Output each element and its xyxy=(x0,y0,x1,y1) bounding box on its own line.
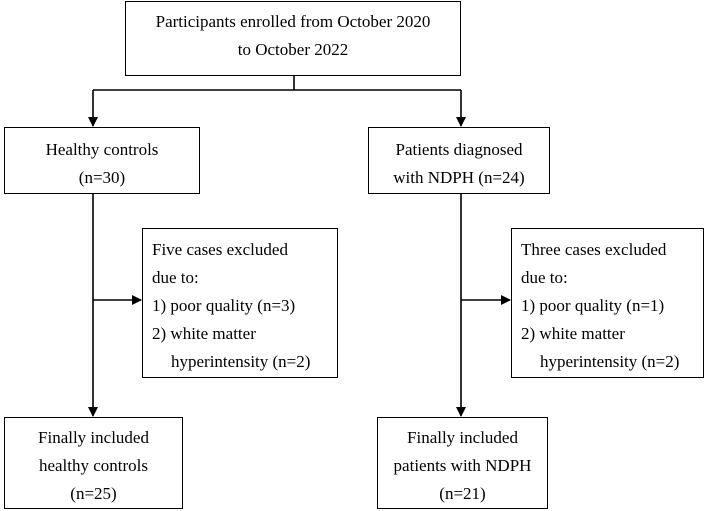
healthy-controls-label: Healthy controls xyxy=(45,140,159,159)
final-patients-line-2: patients with NDPH xyxy=(393,456,532,475)
final-patients-box: Finally included patients with NDPH (n=2… xyxy=(377,417,548,509)
patients-box: Patients diagnosed with NDPH (n=24) xyxy=(368,127,550,194)
healthy-controls-box: Healthy controls (n=30) xyxy=(4,127,200,194)
enrolled-line-1: Participants enrolled from October 2020 xyxy=(155,12,431,31)
final-controls-line-1: Finally included xyxy=(38,428,149,447)
excluded-patients-reason-2-cont: hyperintensity (n=2) xyxy=(540,352,680,371)
excluded-patients-box: Three cases excluded due to: 1) poor qua… xyxy=(511,228,704,378)
excluded-controls-reason-1: 1) poor quality (n=3) xyxy=(152,296,296,315)
final-patients-count: (n=21) xyxy=(439,484,486,503)
patients-label-line-2: with NDPH (n=24) xyxy=(393,168,525,187)
excluded-patients-reason-1: 1) poor quality (n=1) xyxy=(521,296,665,315)
excluded-patients-line-2: due to: xyxy=(521,268,568,287)
excluded-controls-line-1: Five cases excluded xyxy=(152,240,288,259)
final-controls-line-2: healthy controls xyxy=(38,456,149,475)
excluded-controls-box: Five cases excluded due to: 1) poor qual… xyxy=(142,228,338,378)
final-controls-box: Finally included healthy controls (n=25) xyxy=(4,417,183,509)
excluded-patients-reason-2: 2) white matter xyxy=(521,324,625,343)
excluded-controls-reason-2-cont: hyperintensity (n=2) xyxy=(171,352,311,371)
final-patients-line-1: Finally included xyxy=(407,428,518,447)
healthy-controls-count: (n=30) xyxy=(78,168,126,187)
excluded-controls-line-2: due to: xyxy=(152,268,199,287)
patients-label-line-1: Patients diagnosed xyxy=(395,140,523,159)
enrolled-participants-box: Participants enrolled from October 2020 … xyxy=(125,1,461,76)
excluded-patients-line-1: Three cases excluded xyxy=(521,240,667,259)
final-controls-count: (n=25) xyxy=(70,484,117,503)
enrolled-line-2: to October 2022 xyxy=(237,40,349,59)
excluded-controls-reason-2: 2) white matter xyxy=(152,324,256,343)
